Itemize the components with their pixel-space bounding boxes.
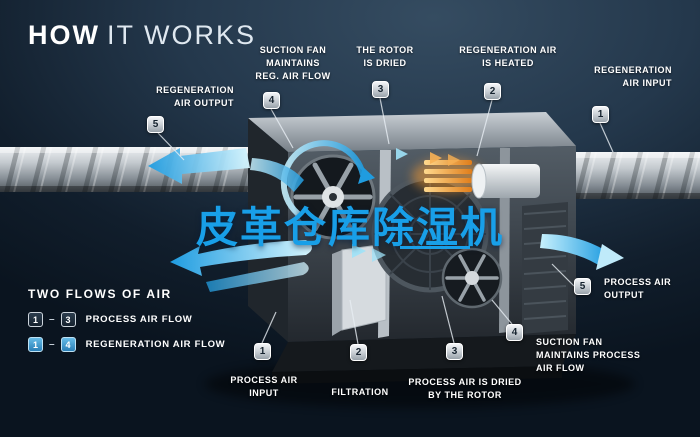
title-how: HOW bbox=[28, 20, 100, 50]
callout-label-process-air-output: PROCESS AIR OUTPUT bbox=[604, 277, 672, 301]
process-air-swoosh bbox=[170, 240, 312, 276]
regeneration-output-arrow bbox=[148, 148, 250, 184]
callout-label-regeneration-air-output: REGENERATION AIR OUTPUT bbox=[156, 85, 234, 109]
callout-badge-2-filtration: 2 bbox=[350, 344, 367, 361]
legend-row-regeneration: 1 – 4 REGENERATION AIR FLOW bbox=[28, 337, 225, 352]
legend-row-process: 1 – 3 PROCESS AIR FLOW bbox=[28, 312, 225, 327]
callout-badge-3-proc-dried: 3 bbox=[446, 343, 463, 360]
callout-label-regeneration-air-input: REGENERATION AIR INPUT bbox=[594, 65, 672, 89]
interior-components bbox=[280, 140, 568, 338]
legend-badge-process-to: 3 bbox=[60, 312, 76, 327]
airflow-arrows bbox=[148, 148, 624, 292]
heated-flow-chevron bbox=[430, 152, 442, 164]
callout-badge-1-reg-input: 1 bbox=[592, 106, 609, 123]
flow-chevron bbox=[396, 148, 408, 160]
callout-badge-5-proc-output: 5 bbox=[574, 278, 591, 295]
legend-dash: – bbox=[49, 314, 55, 325]
process-output-arrow bbox=[540, 234, 608, 266]
callout-label-suction-fan-process: SUCTION FAN MAINTAINS PROCESS AIR FLOW bbox=[536, 337, 641, 374]
flow-chevron bbox=[372, 248, 386, 262]
watermark-text: 皮革仓库除湿机 bbox=[195, 204, 504, 251]
leader-lines bbox=[157, 97, 614, 345]
callout-badge-2-air-heated: 2 bbox=[484, 83, 501, 100]
output-grille bbox=[522, 202, 568, 334]
callout-badge-1-proc-input: 1 bbox=[254, 343, 271, 360]
legend: TWO FLOWS OF AIR 1 – 3 PROCESS AIR FLOW … bbox=[28, 287, 225, 362]
legend-badge-regen-to: 4 bbox=[60, 337, 76, 352]
flow-chevron bbox=[352, 244, 366, 258]
regeneration-entry-arrow bbox=[250, 158, 304, 192]
process-output-arrowhead bbox=[596, 244, 624, 270]
callout-badge-4-reg-fan: 4 bbox=[263, 92, 280, 109]
heated-flow-chevron bbox=[448, 154, 460, 166]
callout-badge-4-proc-fan: 4 bbox=[506, 324, 523, 341]
heater bbox=[412, 159, 484, 193]
title-it-works: IT WORKS bbox=[106, 20, 256, 50]
legend-label-process: PROCESS AIR FLOW bbox=[85, 314, 193, 325]
callout-label-rotor-is-dried: THE ROTOR IS DRIED bbox=[356, 45, 414, 69]
legend-title: TWO FLOWS OF AIR bbox=[28, 287, 172, 301]
filter-panel bbox=[332, 243, 387, 336]
callout-label-process-air-input: PROCESS AIR INPUT bbox=[230, 375, 298, 399]
legend-label-regeneration: REGENERATION AIR FLOW bbox=[85, 339, 226, 350]
callout-label-regeneration-air-heated: REGENERATION AIR IS HEATED bbox=[459, 45, 557, 69]
regeneration-fan bbox=[280, 140, 376, 240]
callout-badge-3-rotor-dried: 3 bbox=[372, 81, 389, 98]
watermark-underline bbox=[400, 246, 470, 249]
callout-label-process-air-dried: PROCESS AIR IS DRIED BY THE ROTOR bbox=[408, 377, 522, 401]
callout-badge-5-reg-output: 5 bbox=[147, 116, 164, 133]
callout-label-suction-fan-reg: SUCTION FAN MAINTAINS REG. AIR FLOW bbox=[255, 45, 331, 82]
callout-label-filtration: FILTRATION bbox=[331, 387, 389, 397]
duct-connector bbox=[471, 163, 540, 199]
fan-swirl-arrow bbox=[280, 140, 366, 219]
legend-badge-regen-from: 1 bbox=[28, 337, 43, 352]
right-duct bbox=[552, 152, 700, 199]
legend-badge-process-from: 1 bbox=[28, 312, 43, 327]
legend-dash: – bbox=[49, 339, 55, 350]
process-fan bbox=[441, 247, 503, 309]
process-air-swoosh-2 bbox=[206, 262, 309, 292]
